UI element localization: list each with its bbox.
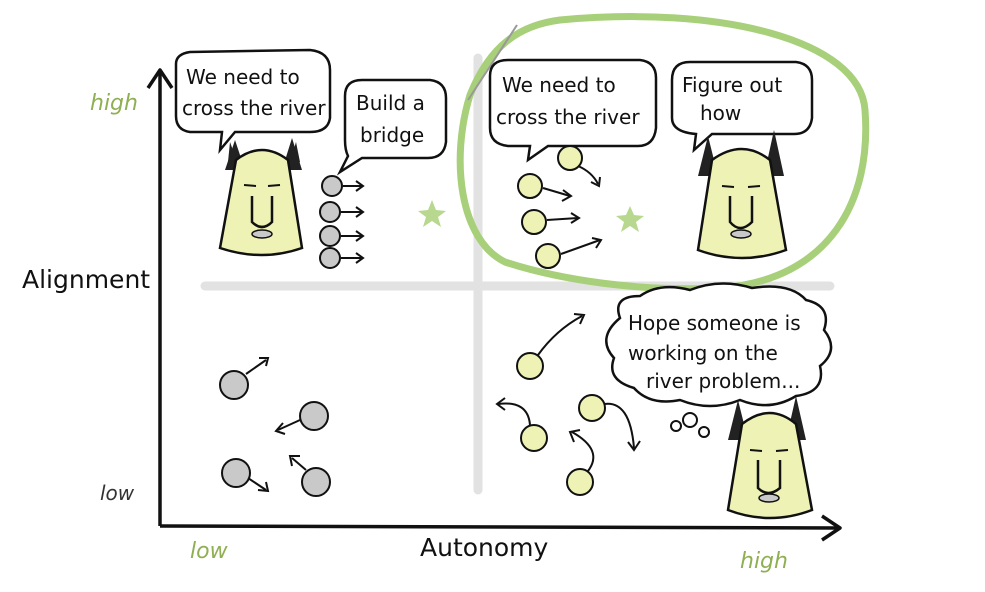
top-left-team-bubble: Build a bridge [336,78,448,176]
leader-figure-bottom-right [726,396,814,520]
top-left-leader-bubble: We need to cross the river [174,48,332,154]
autonomous-aligned-team [517,145,603,269]
top-right-team-line-2: how [700,101,741,125]
thought-line-2: working on the [628,341,778,365]
team-member-face [495,397,548,452]
team-member-face [321,175,365,197]
team-member-face [521,209,581,235]
top-right-team-line-1: Figure out [682,73,782,97]
top-left-leader-line-2: cross the river [182,96,326,120]
top-right-leader-line-1: We need to [502,73,616,97]
aligned-team-top-left [319,175,365,269]
autonomous-unaligned-team [495,313,641,496]
x-axis [159,524,839,530]
top-right-highlight-ring [456,13,870,293]
team-member-face [221,458,270,493]
team-member-face [516,313,586,380]
top-left-team-line-2: bridge [360,123,424,147]
top-left-team-line-1: Build a [356,91,425,115]
team-member-face [274,401,329,435]
leader-figure-top-right [696,130,788,260]
y-low-tick: low [100,481,135,505]
x-low-tick: low [190,539,229,564]
team-member-face [578,394,641,452]
unaligned-low-autonomy-team [219,357,331,497]
thought-line-1: Hope someone is [628,311,801,335]
team-member-face [319,225,365,247]
team-member-face [219,357,270,400]
star-icon [418,200,446,227]
leader-figure-top-left [218,138,304,257]
top-right-leader-bubble: We need to cross the river [488,58,658,163]
team-member-face [535,237,603,269]
top-left-leader-line-1: We need to [186,65,300,89]
x-axis-label: Autonomy [420,533,549,562]
top-right-team-bubble: Figure out how [670,60,814,154]
team-member-face [517,173,573,202]
y-axis-label: Alignment [22,265,150,294]
star-icon [616,206,644,232]
team-member-face [319,201,365,223]
team-member-face [288,455,331,497]
thought-line-3: river problem... [646,369,800,393]
x-axis-arrowhead [821,514,842,542]
team-member-face [566,429,595,496]
pen-stroke [467,24,518,101]
team-member-face [319,247,365,269]
thought-bubble: Hope someone is working on the river pro… [605,282,833,438]
top-right-leader-line-2: cross the river [496,105,640,129]
y-high-tick: high [90,91,138,116]
y-axis-arrowhead [146,68,174,89]
team-member-face [557,145,601,188]
x-high-tick: high [740,549,788,574]
